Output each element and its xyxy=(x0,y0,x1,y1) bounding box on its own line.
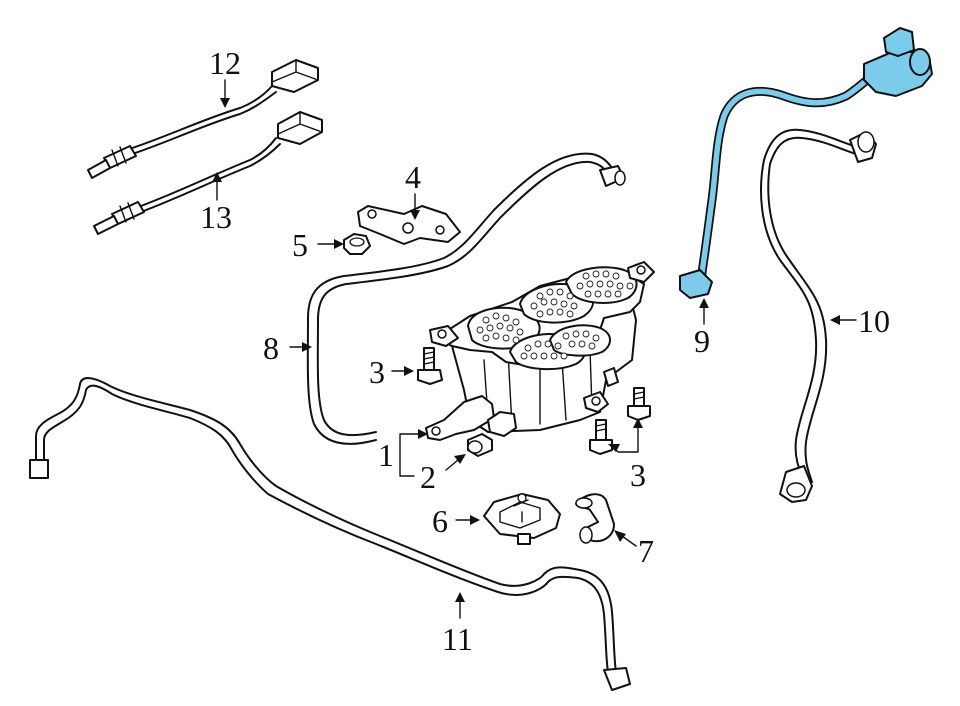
purge-tube[interactable] xyxy=(760,128,877,503)
bracket[interactable] xyxy=(357,205,461,245)
callout-3-right: 3 xyxy=(630,457,646,493)
vapor-hose[interactable] xyxy=(306,152,626,445)
bolt-right-lower[interactable] xyxy=(589,419,613,455)
callout-arrows xyxy=(212,79,857,619)
nut[interactable] xyxy=(343,233,371,255)
callout-12: 12 xyxy=(209,45,241,81)
callout-6: 6 xyxy=(432,503,448,539)
callout-10: 10 xyxy=(858,303,890,339)
callout-4: 4 xyxy=(405,159,421,195)
callout-2: 2 xyxy=(420,459,436,495)
callout-9: 9 xyxy=(694,323,710,359)
bolt-right-upper[interactable] xyxy=(627,387,651,421)
bolt-left[interactable] xyxy=(417,347,443,385)
filter[interactable] xyxy=(483,493,561,545)
evap-canister[interactable] xyxy=(425,261,655,441)
hose-elbow[interactable] xyxy=(575,493,615,544)
callout-7: 7 xyxy=(638,533,654,569)
callout-13: 13 xyxy=(200,199,232,235)
callout-5: 5 xyxy=(292,227,308,263)
oxygen-sensor-lower[interactable] xyxy=(93,111,323,235)
long-vapor-tube[interactable] xyxy=(29,377,631,691)
callout-1: 1 xyxy=(378,437,394,473)
vent-hose-highlighted[interactable] xyxy=(679,27,933,299)
callout-3-left: 3 xyxy=(369,354,385,390)
callout-8: 8 xyxy=(263,330,279,366)
callout-11: 11 xyxy=(442,621,473,657)
grommet[interactable] xyxy=(467,433,493,457)
oxygen-sensor-upper[interactable] xyxy=(87,59,319,179)
